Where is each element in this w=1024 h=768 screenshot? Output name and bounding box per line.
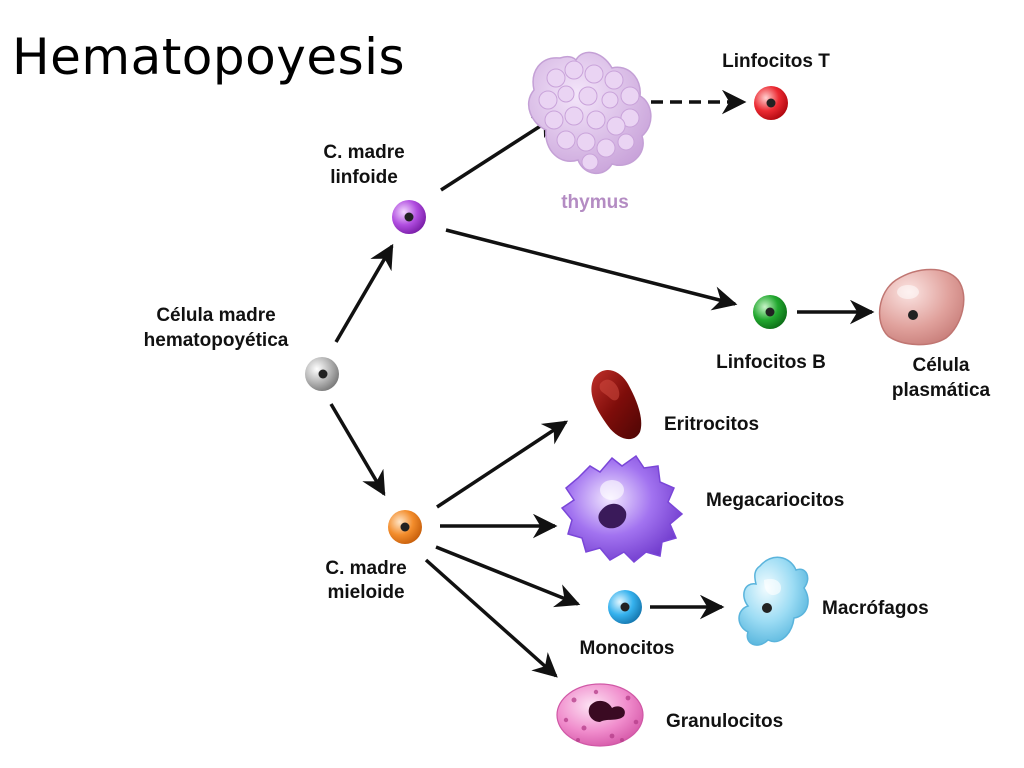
- plasma-cell: [878, 268, 965, 346]
- macrophage-cell: [738, 556, 809, 646]
- monocytes-label: Monocitos: [580, 638, 675, 659]
- b-lymphocyte-cell: [753, 295, 787, 329]
- t-lymphocyte-cell: [754, 86, 788, 120]
- hsc-cell: [305, 357, 339, 391]
- erythrocyte-cell: [591, 370, 642, 440]
- macrophages-label: Macrófagos: [822, 598, 929, 619]
- myeloid-label-line2: mieloide: [327, 582, 404, 603]
- arrow-hsc-to-myeloid: [329, 403, 386, 497]
- arrow-lymphoid-to-b-cell: [445, 228, 738, 311]
- hsc-label-line1: Célula madre: [156, 305, 275, 326]
- lymphoid-label-line2: linfoide: [330, 167, 398, 188]
- monocyte-cell: [608, 590, 642, 624]
- hsc-label-line2: hematopoyética: [144, 330, 289, 351]
- arrow-hsc-to-lymphoid: [334, 243, 394, 343]
- arrow-myeloid-to-monocyte: [435, 545, 581, 608]
- megakaryocyte-cell: [560, 454, 684, 564]
- lymphoid-stem-cell: [392, 200, 426, 234]
- erythrocytes-label: Eritrocitos: [664, 414, 759, 435]
- granulocytes-label: Granulocitos: [666, 711, 783, 732]
- t-cells-label: Linfocitos T: [722, 51, 830, 72]
- b-cells-label: Linfocitos B: [716, 352, 826, 373]
- arrow-myeloid-to-granulocyte: [424, 558, 558, 678]
- myeloid-label-line1: C. madre: [325, 558, 406, 579]
- plasma-label-line1: Célula: [912, 355, 969, 376]
- granulocyte-cell: [556, 683, 644, 747]
- megakaryocytes-label: Megacariocitos: [706, 490, 844, 511]
- thymus-shape: [528, 51, 652, 174]
- plasma-label-line2: plasmática: [892, 380, 991, 401]
- arrows: [329, 114, 875, 678]
- arrow-myeloid-to-erythrocyte: [436, 420, 569, 509]
- myeloid-stem-cell: [388, 510, 422, 544]
- page-title: Hematopoyesis: [12, 28, 406, 86]
- lymphoid-label-line1: C. madre: [323, 142, 404, 163]
- arrow-lymphoid-to-thymus: [440, 114, 559, 192]
- thymus-label: thymus: [561, 192, 629, 213]
